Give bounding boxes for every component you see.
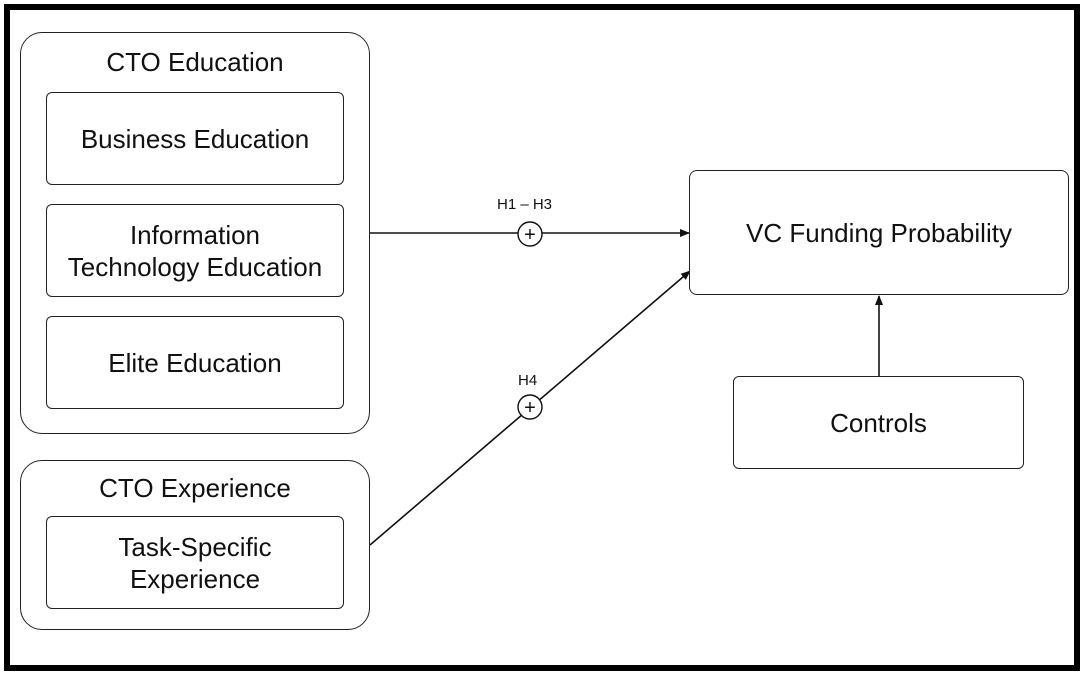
it-education-label-line1: Information (129, 219, 261, 250)
task-specific-label-line1: Task-Specific (118, 531, 272, 562)
hypothesis-label-h1-h3: H1 – H3 (497, 196, 553, 213)
vc-funding-probability-label: VC Funding Probability (746, 217, 1012, 248)
it-education-box: Information Technology Education (46, 204, 344, 297)
hypothesis-label-h4: H4 (518, 372, 538, 389)
task-specific-label-line2: Experience (129, 563, 261, 594)
cto-education-title: CTO Education (106, 47, 284, 77)
cto-experience-title: CTO Experience (99, 473, 291, 503)
task-specific-experience-box: Task-Specific Experience (46, 516, 344, 609)
elite-education-label: Elite Education (108, 347, 282, 378)
vc-funding-probability-box: VC Funding Probability (689, 170, 1069, 295)
elite-education-box: Elite Education (46, 316, 344, 409)
controls-label: Controls (830, 407, 927, 438)
controls-box: Controls (733, 376, 1024, 469)
business-education-box: Business Education (46, 92, 344, 185)
business-education-label: Business Education (80, 123, 310, 154)
it-education-label-line2: Technology Education (67, 251, 323, 282)
